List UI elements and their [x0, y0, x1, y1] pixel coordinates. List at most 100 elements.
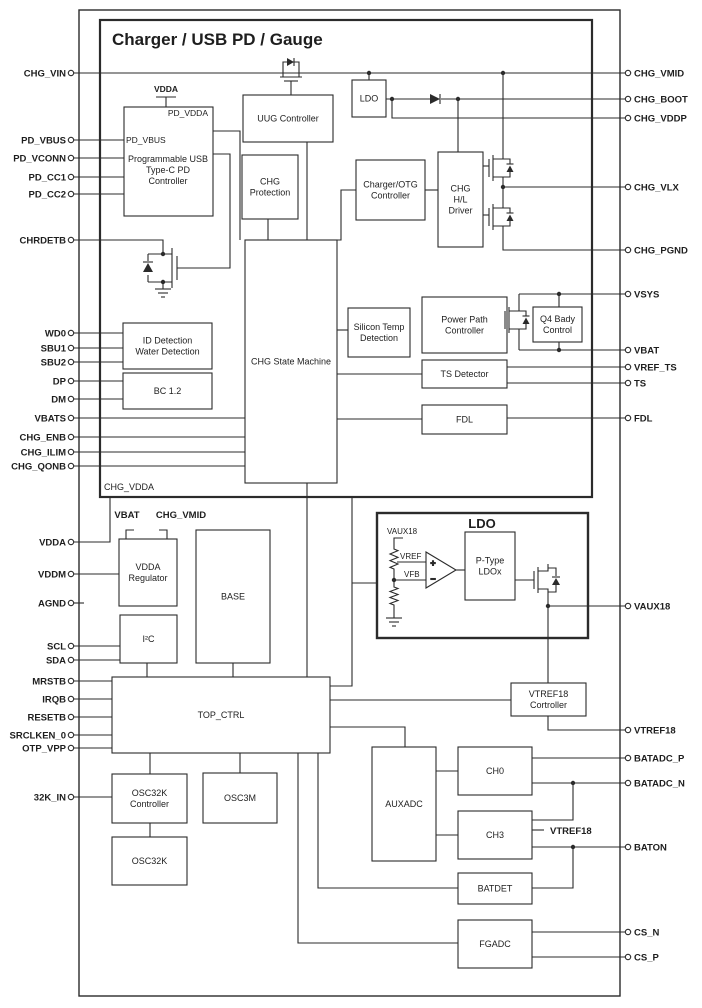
block-label-id-detection: ID Detection [143, 336, 193, 346]
block-label-fgadc: FGADC [479, 939, 511, 949]
block-label-silicon-temp: Silicon Temp [354, 322, 405, 332]
port-pin-icon [67, 395, 75, 403]
block-auxadc: AUXADC [371, 746, 437, 862]
block-label-vtref18-ctrl: Cortroller [530, 700, 567, 710]
port-pin-icon [624, 779, 632, 787]
port-label: WD0 [45, 328, 66, 339]
port-label: CS_P [634, 952, 659, 963]
block-uug-controller: UUG Controller [242, 94, 334, 143]
port-chg_vddp: CHG_VDDP [624, 113, 687, 124]
block-label-vdda-regulator: VDDA [135, 562, 160, 572]
wire-pd-to-fet-gate [177, 153, 231, 269]
wire-vfb-trunk [330, 497, 353, 687]
block-chg-state-machine: CHG State Machine [244, 239, 338, 484]
diagram-title: Charger / USB PD / Gauge [112, 30, 323, 49]
port-vsys: VSYS [624, 289, 659, 300]
junction-dot [455, 96, 461, 102]
port-pin-icon [624, 114, 632, 122]
port-label: VTREF18 [634, 725, 676, 736]
block-label-chg-protection: Protection [250, 188, 291, 198]
opamp-icon: +− [425, 551, 458, 589]
port-vaux18: VAUX18 [624, 601, 670, 612]
port-pin-icon [624, 183, 632, 191]
port-pin-icon [67, 154, 75, 162]
resistor-icon [388, 546, 400, 572]
port-label: CHG_QONB [11, 461, 66, 472]
port-pin-icon [624, 363, 632, 371]
block-label-base: BASE [221, 592, 245, 602]
port-label: AGND [38, 598, 66, 609]
port-pin-icon [624, 602, 632, 610]
port-pin-icon [67, 69, 75, 77]
port-mrstb: MRSTB [32, 676, 75, 687]
port-label: FDL [634, 413, 653, 424]
block-batdet: BATDET [457, 872, 533, 905]
port-pd_cc1: PD_CC1 [29, 172, 75, 183]
wire-vbat-pin-bracket [125, 529, 134, 539]
port-pin-icon [624, 843, 632, 851]
port-cs_p: CS_P [624, 952, 659, 963]
wire-vdda-in [74, 497, 111, 543]
port-label: CHG_VMID [634, 68, 684, 79]
junction-dot [545, 603, 551, 609]
port-scl: SCL [47, 641, 75, 652]
block-label-pd-controller: Programmable USB [128, 154, 208, 164]
block-pd-controller [123, 106, 214, 217]
port-vbats: VBATS [35, 413, 75, 424]
port-batadc_n: BATADC_N [624, 778, 685, 789]
port-sbu1: SBU1 [41, 343, 75, 354]
port-pin-icon [67, 677, 75, 685]
port-label: CHG_VLX [634, 182, 680, 193]
port-pin-icon [624, 246, 632, 254]
wire-vtref-out [547, 716, 625, 731]
port-pin-icon [67, 344, 75, 352]
port-pin-icon [67, 414, 75, 422]
ports: CHG_VINPD_VBUSPD_VCONNPD_CC1PD_CC2CHRDET… [10, 68, 689, 963]
ground-icon [386, 613, 402, 627]
junction-dot [500, 70, 506, 76]
port-pin-icon [624, 928, 632, 936]
port-label: BATADC_N [634, 778, 685, 789]
port-pin-icon [67, 462, 75, 470]
port-batadc_p: BATADC_P [624, 753, 685, 764]
block-label-ch3: CH3 [486, 830, 504, 840]
port-chg_vmid: CHG_VMID [624, 68, 684, 79]
port-pin-icon [67, 538, 75, 546]
port-pin-icon [67, 190, 75, 198]
port-vddm: VDDM [38, 569, 75, 580]
junction-dots [160, 70, 576, 850]
charger-usbpd-gauge-frame [98, 18, 594, 499]
port-srclken_0: SRCLKEN_0 [10, 730, 75, 741]
port-pin-icon [67, 642, 75, 650]
port-dm: DM [51, 394, 75, 405]
diode-icon [430, 94, 441, 104]
wire-pd-to-sm [213, 130, 241, 240]
block-label-vdda-regulator: Regulator [128, 573, 167, 583]
block-label-ldo-small: LDO [360, 94, 379, 104]
vdda-pin-label: VDDA [154, 84, 178, 94]
opamp-minus: − [430, 574, 435, 584]
block-label-i2c: I²C [143, 634, 155, 644]
port-label: CHG_VIN [24, 68, 66, 79]
port-label: VAUX18 [634, 601, 670, 612]
junction-dot [391, 577, 397, 583]
block-label-osc32k-ctrl: OSC32K [132, 788, 168, 798]
pd-vbus-label: PD_VBUS [126, 135, 166, 145]
port-label: TS [634, 378, 646, 389]
port-label: BATON [634, 842, 667, 853]
port-label: CHG_BOOT [634, 94, 688, 105]
block-label-top-ctrl: TOP_CTRL [198, 710, 245, 720]
port-label: VBAT [634, 345, 659, 356]
port-sda: SDA [46, 655, 75, 666]
block-ldo-small: LDO [351, 79, 387, 118]
block-i2c: I²C [119, 614, 178, 664]
